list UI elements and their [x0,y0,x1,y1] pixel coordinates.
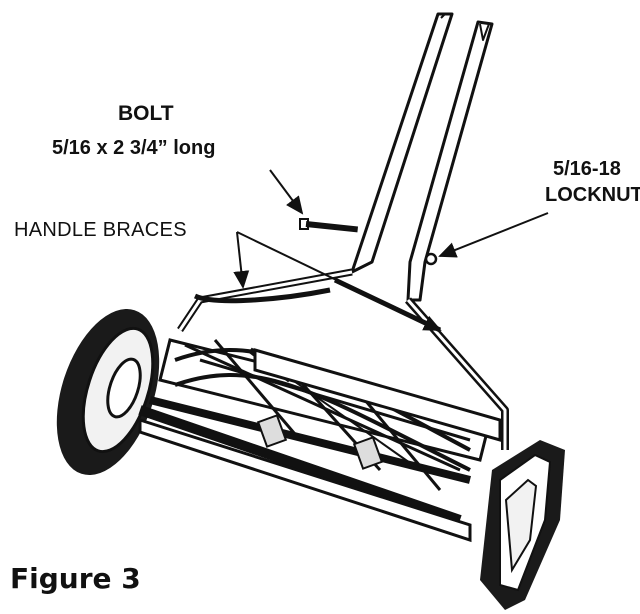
handle-braces-arrow-right [236,231,442,331]
left-wheel [56,308,160,476]
locknut-part [424,252,438,266]
callout-arrows [233,169,549,331]
reel-assembly [138,338,502,543]
bolt-label: BOLT [118,102,174,125]
handle [177,12,509,450]
locknut-arrow [438,212,549,258]
right-wheel [480,440,565,610]
figure-caption: Figure 3 [10,562,141,595]
bolt-arrow [269,169,304,215]
locknut-size-label: 5/16-18 [553,158,621,180]
handle-braces-arrow-left [233,231,250,289]
locknut-label: LOCKNUT [545,184,640,206]
bolt-part [299,218,359,233]
bolt-spec-label: 5/16 x 2 3/4” long [52,137,216,159]
handle-braces-label: HANDLE BRACES [14,219,187,241]
